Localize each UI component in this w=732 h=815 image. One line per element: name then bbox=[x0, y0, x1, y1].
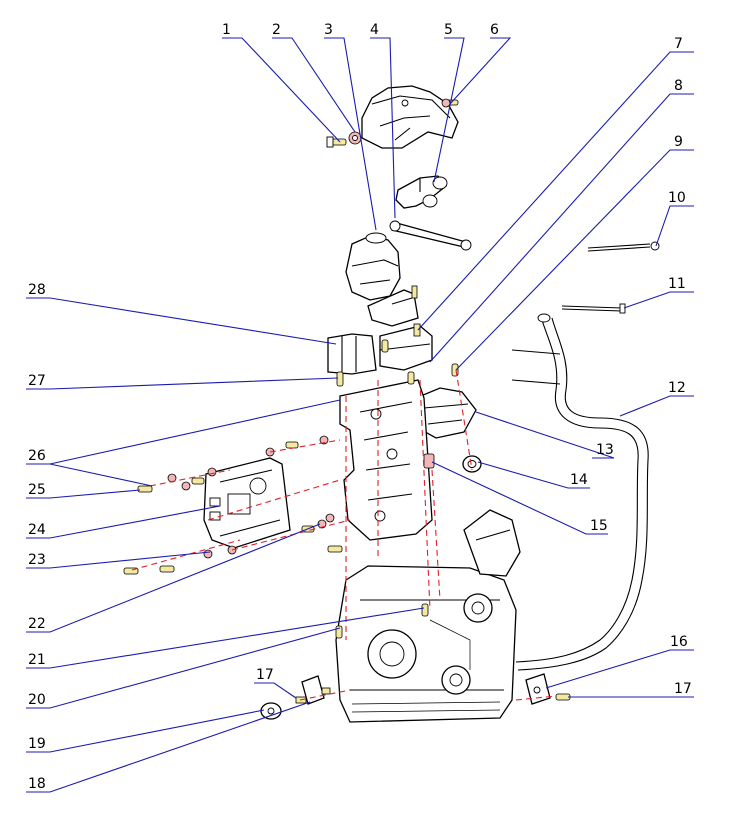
callout-20: 20 bbox=[28, 692, 46, 708]
part-cable-tie-10 bbox=[587, 241, 660, 252]
callout-19: 19 bbox=[28, 736, 46, 752]
part-top-cover bbox=[361, 85, 459, 149]
part-bolt-1 bbox=[326, 136, 347, 148]
part-hose bbox=[511, 313, 649, 671]
callout-21: 21 bbox=[28, 652, 46, 668]
part-ecu-fasteners bbox=[123, 435, 343, 575]
part-grommet-2 bbox=[348, 131, 362, 145]
callout-22: 22 bbox=[28, 616, 46, 632]
part-relay-block bbox=[327, 333, 377, 375]
callout-13: 13 bbox=[596, 442, 614, 458]
callout-2: 2 bbox=[272, 22, 281, 38]
callout-3: 3 bbox=[324, 22, 333, 38]
callout-28: 28 bbox=[28, 282, 46, 298]
leader-lines bbox=[26, 37, 694, 793]
part-link-rod bbox=[389, 220, 472, 251]
callout-1: 1 bbox=[222, 22, 231, 38]
callout-26: 26 bbox=[28, 448, 46, 464]
callout-16: 16 bbox=[670, 634, 688, 650]
callout-18: 18 bbox=[28, 776, 46, 792]
part-cable-tie-11 bbox=[561, 303, 626, 314]
part-ecu bbox=[203, 457, 291, 549]
callout-10: 10 bbox=[668, 190, 686, 206]
callout-5: 5 bbox=[444, 22, 453, 38]
callout-27: 27 bbox=[28, 373, 46, 389]
callout-23: 23 bbox=[28, 552, 46, 568]
part-bracket-16 bbox=[525, 673, 551, 705]
callout-8: 8 bbox=[674, 78, 683, 94]
callout-17-right: 17 bbox=[674, 681, 692, 697]
part-coil-bracket bbox=[367, 285, 419, 327]
callout-4: 4 bbox=[370, 22, 379, 38]
part-case-upper-bracket bbox=[463, 509, 521, 577]
part-engine-case bbox=[335, 565, 517, 723]
part-misc-bolts bbox=[335, 339, 459, 639]
callout-7: 7 bbox=[674, 36, 683, 52]
callout-25: 25 bbox=[28, 482, 46, 498]
assembly-lines bbox=[131, 369, 557, 701]
part-mounting-frame bbox=[339, 379, 433, 541]
part-pipe-fitting bbox=[395, 175, 448, 209]
part-ignition-coil bbox=[345, 232, 401, 301]
callout-labels: 1 2 3 4 5 6 7 8 9 10 11 12 13 14 15 16 1… bbox=[28, 22, 692, 792]
callout-15: 15 bbox=[590, 518, 608, 534]
callout-9: 9 bbox=[674, 134, 683, 150]
part-grommet-14 bbox=[462, 455, 482, 473]
callout-14: 14 bbox=[570, 472, 588, 488]
part-spacer-15 bbox=[423, 453, 435, 469]
callout-11: 11 bbox=[668, 276, 686, 292]
callout-24: 24 bbox=[28, 522, 46, 538]
callout-17-left: 17 bbox=[256, 667, 274, 683]
callout-12: 12 bbox=[668, 380, 686, 396]
callout-6: 6 bbox=[490, 22, 499, 38]
part-bolt-17-right bbox=[555, 693, 571, 701]
part-sensor-19 bbox=[260, 702, 282, 720]
